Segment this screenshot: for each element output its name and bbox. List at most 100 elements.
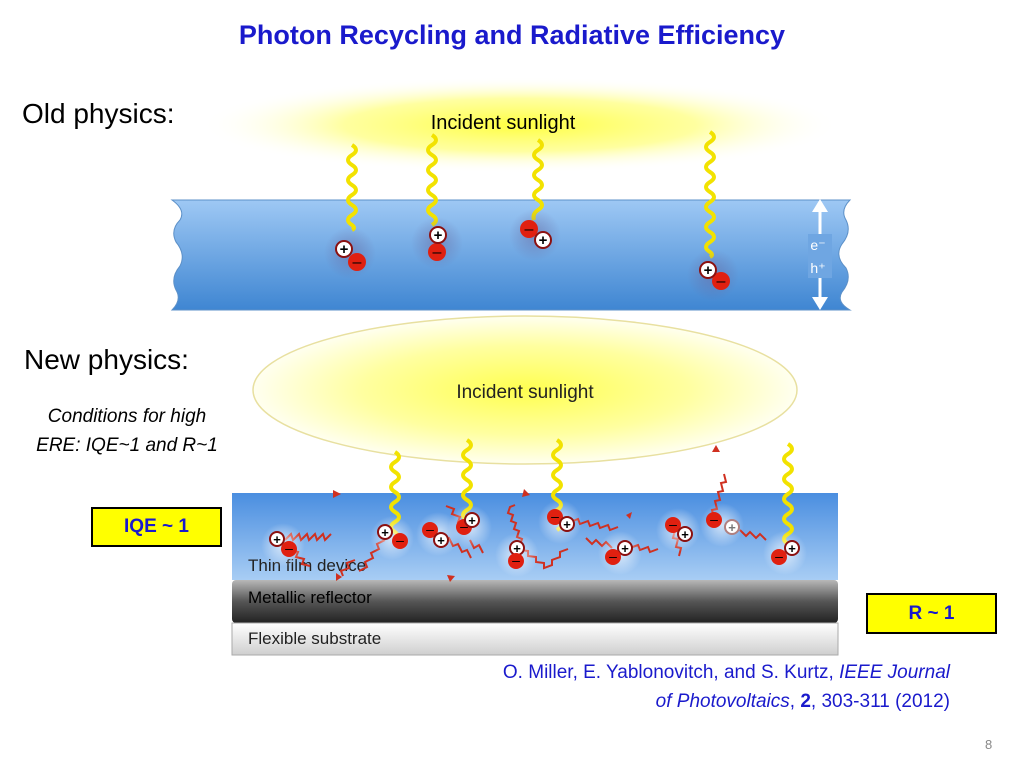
band-arrow: e⁻ h⁺ (808, 199, 832, 310)
hole-label: h⁺ (810, 260, 825, 276)
emitted-photon (339, 559, 356, 577)
old-incident-label: Incident sunlight (431, 112, 576, 134)
hole: + (377, 524, 393, 540)
page-number: 8 (985, 737, 993, 752)
citation-line-2: of Photovoltaics, 2, 303-311 (2012) (360, 687, 950, 716)
metallic-reflector-layer (232, 580, 838, 623)
svg-text:+: + (468, 513, 476, 528)
citation: O. Miller, E. Yablonovitch, and S. Kurtz… (360, 658, 950, 716)
substrate-label: Flexible substrate (248, 629, 381, 648)
new-carriers: + – + – – + – + + – – + + – – + – + + – (261, 500, 807, 577)
svg-text:–: – (353, 254, 362, 271)
svg-text:+: + (437, 533, 445, 548)
svg-text:+: + (788, 541, 796, 556)
new-incident-label: Incident sunlight (456, 382, 594, 403)
hole: + (429, 226, 447, 244)
svg-text:–: – (775, 548, 783, 564)
electron: – (706, 511, 722, 528)
hole: + (559, 516, 575, 532)
svg-text:–: – (396, 532, 404, 548)
electron: – (771, 548, 787, 565)
svg-text:+: + (539, 232, 548, 249)
hole: + (724, 519, 740, 535)
electron: – (428, 243, 446, 261)
hole: + (699, 261, 717, 279)
arrowhead (333, 490, 341, 498)
svg-text:+: + (273, 532, 281, 547)
svg-text:–: – (426, 521, 434, 537)
electron: – (392, 532, 408, 549)
svg-text:+: + (513, 541, 521, 556)
citation-volume: 2 (800, 691, 811, 712)
old-sunlight-glow (200, 77, 840, 173)
conditions-line-2: ERE: IQE~1 and R~1 (36, 435, 218, 456)
photon-arrowheads (333, 445, 720, 582)
old-absorber-slab (170, 199, 852, 311)
hole: + (617, 540, 633, 556)
hole: + (677, 526, 693, 542)
emitted-photon (739, 529, 767, 541)
arrowhead (522, 489, 530, 497)
svg-text:–: – (285, 540, 293, 556)
electron: – (348, 253, 366, 271)
conditions-text: Conditions for high ERE: IQE~1 and R~1 (22, 402, 232, 460)
svg-text:–: – (512, 552, 520, 568)
new-sunlight-ellipse (252, 315, 798, 465)
citation-journal-1: IEEE Journal (839, 662, 950, 683)
hole: + (509, 540, 525, 556)
slide-title: Photon Recycling and Radiative Efficienc… (238, 20, 786, 50)
electron: – (520, 220, 538, 238)
old-carriers: – + – + – + – + (324, 209, 739, 301)
iqe-tag: IQE ~ 1 (91, 507, 222, 547)
svg-text:+: + (381, 525, 389, 540)
arrowhead (447, 575, 455, 582)
citation-journal-2: of Photovoltaics (655, 691, 790, 712)
svg-text:–: – (669, 516, 677, 532)
electron: – (422, 521, 438, 538)
svg-text:+: + (340, 241, 349, 258)
svg-text:–: – (460, 518, 468, 534)
hole: + (534, 231, 552, 249)
hole: + (335, 240, 353, 258)
svg-text:–: – (433, 244, 442, 261)
citation-line-1: O. Miller, E. Yablonovitch, and S. Kurtz… (360, 658, 950, 687)
flexible-substrate-layer (231, 622, 839, 656)
reflectivity-tag: R ~ 1 (866, 593, 997, 634)
new-physics-label: New physics: (24, 344, 189, 375)
electron: – (605, 548, 621, 565)
citation-sep: , (789, 691, 801, 712)
hole: + (464, 512, 480, 528)
svg-text:+: + (563, 517, 571, 532)
svg-text:–: – (717, 273, 726, 290)
conditions-line-1: Conditions for high (47, 406, 207, 427)
hole: + (784, 540, 800, 556)
svg-text:+: + (434, 227, 443, 244)
hole: + (433, 532, 449, 548)
electron: – (547, 508, 563, 525)
arrowhead (712, 445, 720, 452)
svg-text:+: + (704, 262, 713, 279)
old-photons (346, 130, 716, 259)
old-photon (704, 130, 716, 259)
old-photon (346, 143, 358, 232)
arrowhead (336, 573, 342, 581)
svg-text:–: – (710, 511, 718, 527)
old-photon (426, 133, 438, 227)
citation-pages: , 303-311 (2012) (810, 691, 950, 712)
arrowhead (626, 512, 632, 519)
electron-label: e⁻ (810, 237, 825, 253)
svg-text:–: – (525, 221, 534, 238)
electron: – (712, 272, 730, 290)
citation-authors: O. Miller, E. Yablonovitch, and S. Kurtz… (502, 662, 840, 683)
electron: – (665, 516, 681, 533)
svg-text:+: + (728, 520, 736, 535)
electron: – (508, 552, 524, 569)
old-physics-label: Old physics: (22, 98, 175, 129)
hole: + (269, 531, 285, 547)
svg-text:–: – (609, 548, 617, 564)
svg-text:+: + (621, 541, 629, 556)
svg-text:+: + (681, 527, 689, 542)
old-photon (531, 138, 544, 221)
reflector-label: Metallic reflector (248, 588, 372, 607)
